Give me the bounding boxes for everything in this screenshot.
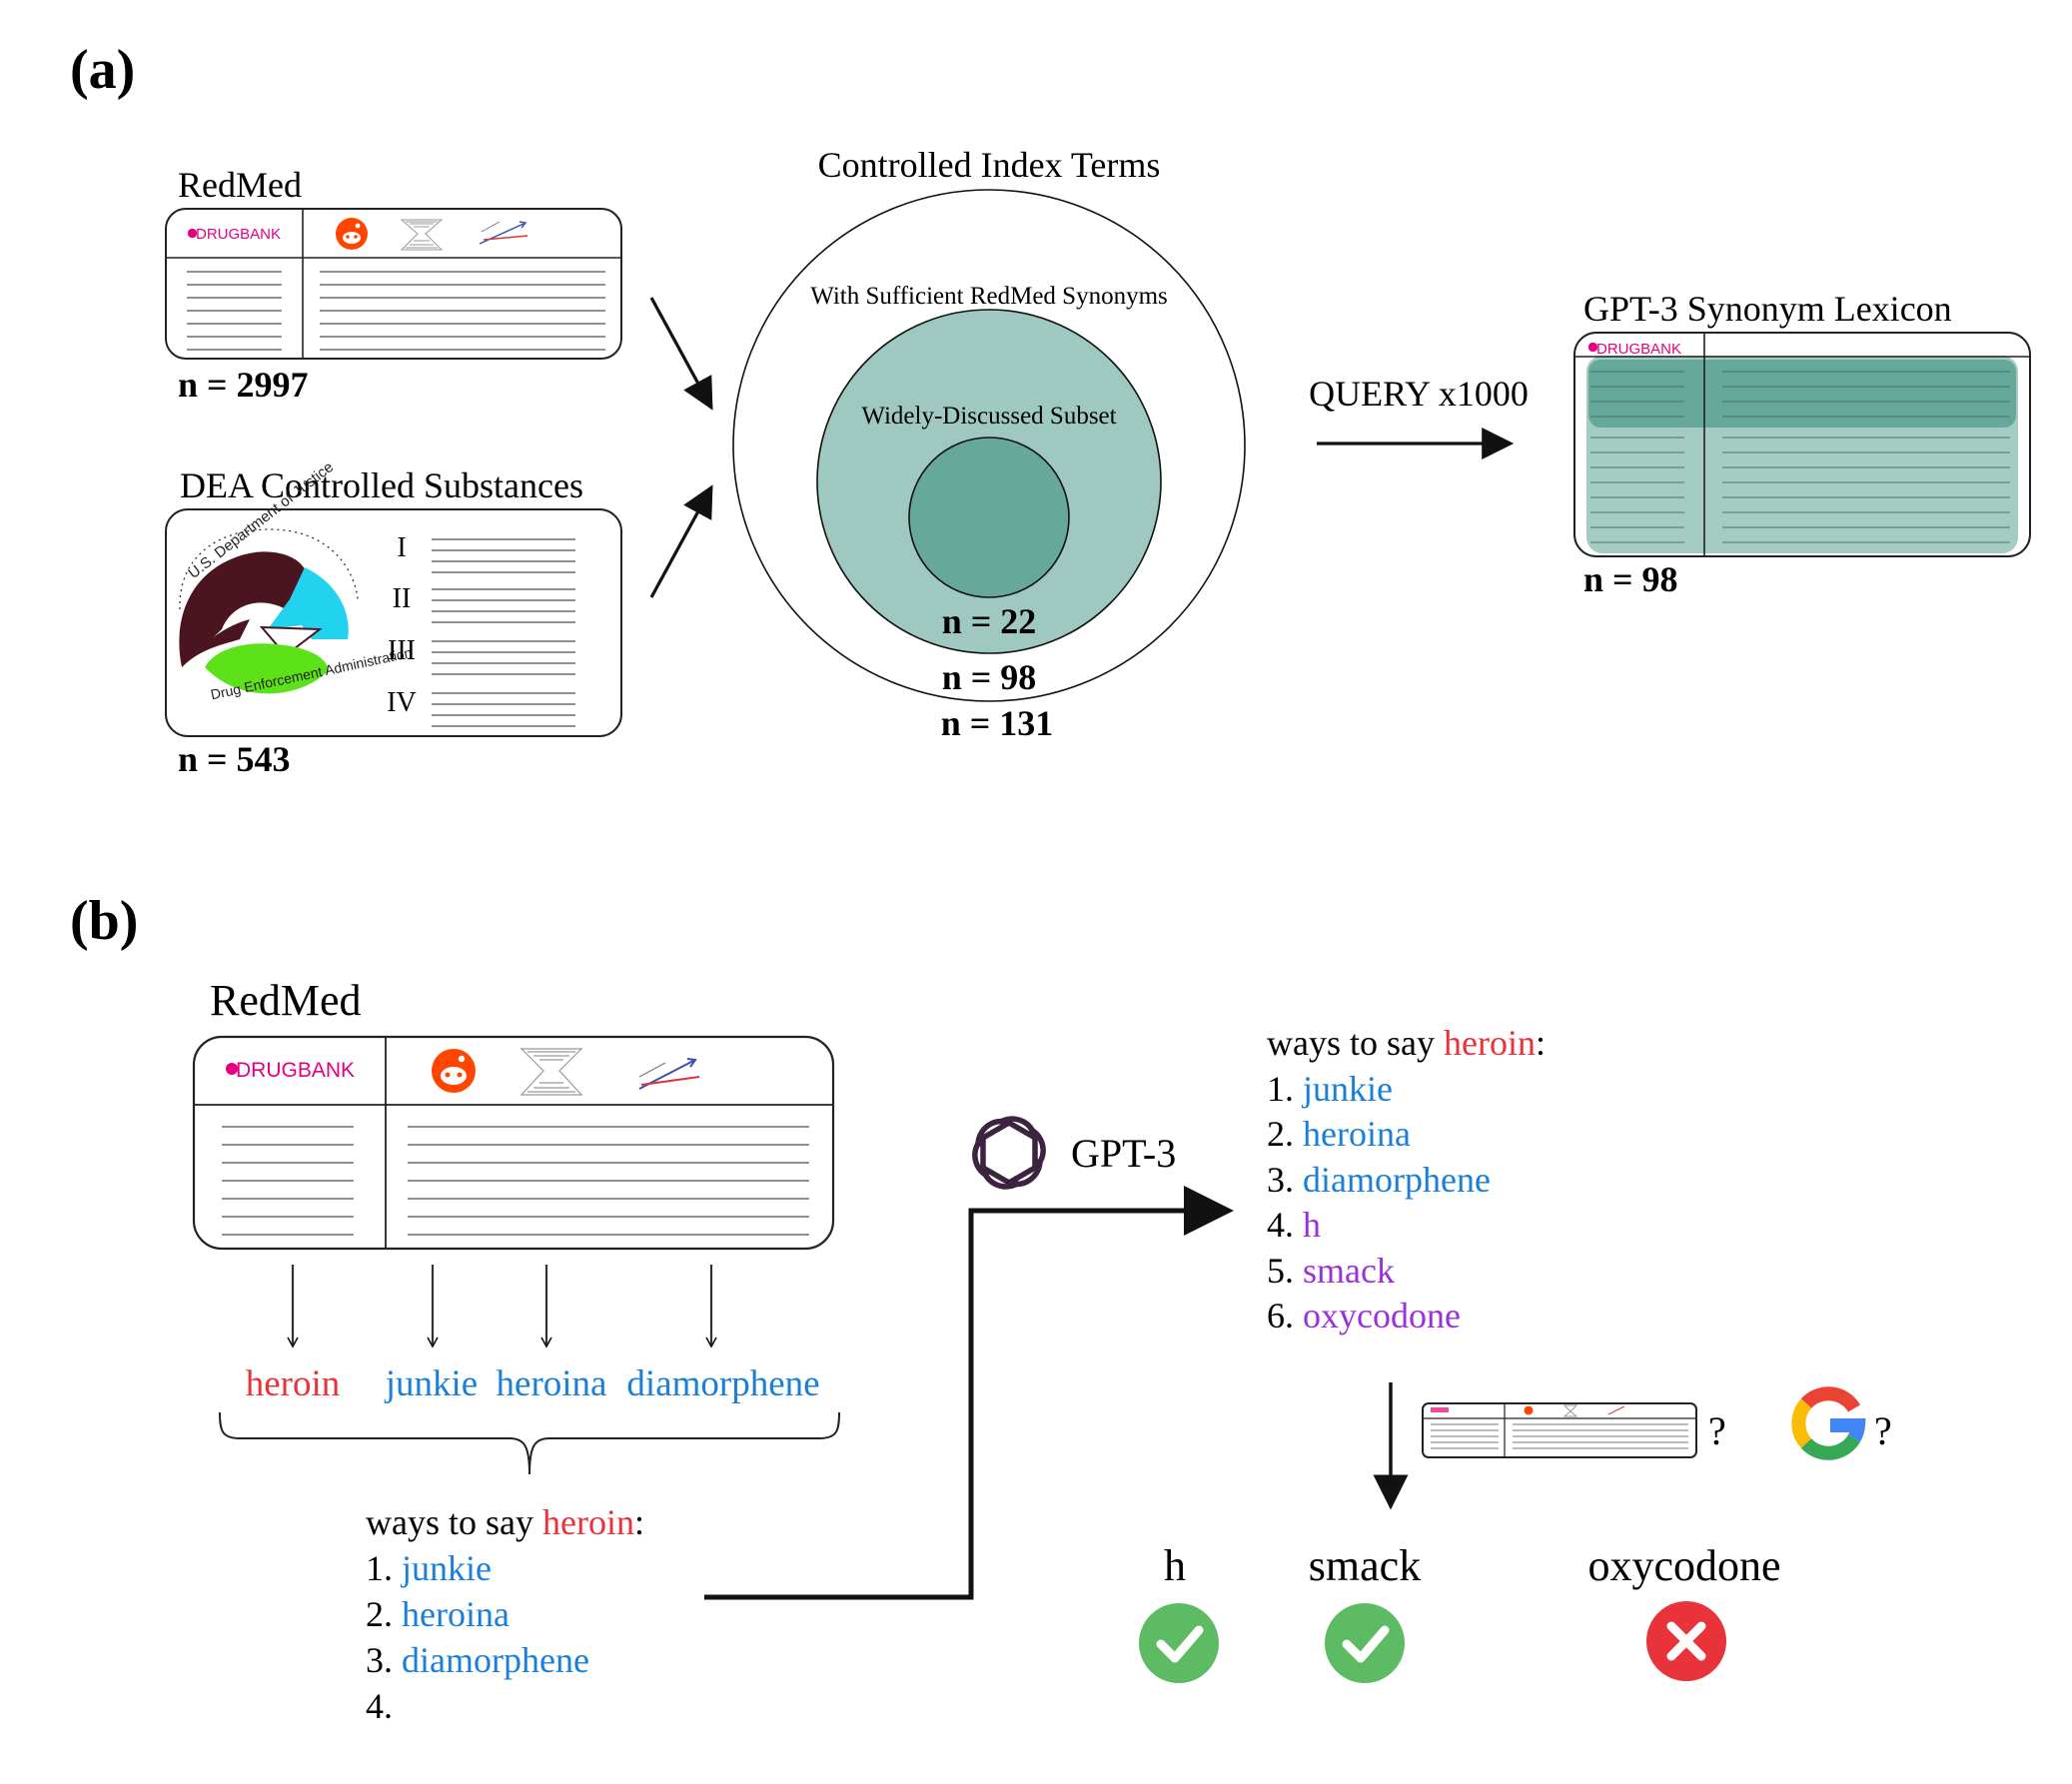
prompt-item-3: 3. diamorphene [366,1640,589,1680]
redmed-count: n = 2997 [178,365,309,405]
term-junkie: junkie [384,1363,478,1404]
output-item-5: 5. smack [1267,1251,1395,1291]
dea-table: U.S. Department of Justice Drug Enforcem… [165,458,622,737]
output-heading: ways to say heroin: [1267,1023,1546,1063]
output-item-1: 1. junkie [1267,1069,1393,1109]
result-word-oxycodone: oxycodone [1587,1541,1780,1590]
term-heroin: heroin [246,1363,341,1404]
prompt-list: ways to say heroin: 1. junkie 2. heroina… [366,1502,644,1726]
arrow-redmed-to-venn [649,297,713,411]
cross-icon [1646,1601,1726,1681]
lexicon-title: GPT-3 Synonym Lexicon [1583,289,1952,329]
reddit-icon [336,218,368,250]
hourglass-icon [519,1048,583,1096]
reddit-icon [432,1049,476,1093]
venn-inner-circle [908,437,1070,598]
redmed-table-b: DRUGBANK [192,1035,835,1251]
term-heroina: heroina [497,1363,607,1404]
drugbank-text: DRUGBANK [196,226,281,243]
dea-count: n = 543 [178,739,291,779]
output-item-2: 2. heroina [1267,1114,1411,1154]
output-item-4: 4. h [1267,1205,1321,1245]
drugbank-logo: DRUGBANK [1588,341,1681,358]
prompt-item-1: 1. junkie [366,1548,492,1588]
result-word-h: h [1164,1541,1186,1590]
hourglass-icon [400,219,444,251]
term-arrows [287,1265,717,1348]
venn-diagram: With Sufficient RedMed Synonyms Widely-D… [732,189,1246,743]
redmed-title-b: RedMed [210,976,362,1025]
redmed-title: RedMed [178,165,302,205]
redmed-table: DRUGBANK [165,208,622,360]
schedule-2: II [393,583,412,614]
result-word-smack: smack [1309,1541,1421,1590]
venn-middle-label: Widely-Discussed Subset [861,403,1116,430]
drugbank-logo: DRUGBANK [188,226,281,243]
lexicon-count: n = 98 [1583,559,1678,599]
venn-inner-count: n = 22 [942,601,1037,641]
arrows-doodle-icon [638,1058,700,1090]
drugbank-logo: DRUGBANK [226,1059,355,1082]
gpt3-flow-arrow [704,1186,1234,1600]
dea-title: DEA Controlled Substances [180,465,583,505]
venn-title: Controlled Index Terms [818,145,1161,185]
prompt-item-2: 2. heroina [366,1594,510,1634]
output-list: ways to say heroin: 1. junkie 2. heroina… [1267,1023,1546,1336]
arrow-dea-to-venn [649,484,713,598]
arrows-doodle-icon [479,221,528,245]
venn-outer-count: n = 131 [941,703,1054,743]
redmed-mini-table [1422,1402,1697,1458]
mini-table-question: ? [1708,1408,1726,1453]
schedule-4: IV [387,687,417,718]
drugbank-text: DRUGBANK [236,1059,355,1082]
venn-middle-count: n = 98 [942,657,1037,697]
drugbank-text: DRUGBANK [1596,341,1681,358]
panel-b-label: (b) [70,890,138,952]
output-item-6: 6. oxycodone [1267,1296,1461,1336]
query-label: QUERY x1000 [1309,374,1529,414]
check-icon [1139,1603,1219,1683]
google-question: ? [1874,1408,1892,1453]
schedule-1: I [397,532,406,563]
panel-a-label: (a) [70,39,135,101]
prompt-heading: ways to say heroin: [366,1502,644,1542]
gpt3-label: GPT-3 [1071,1131,1176,1176]
google-icon [1791,1386,1866,1460]
venn-outer-label: With Sufficient RedMed Synonyms [810,283,1168,310]
check-icon [1325,1603,1405,1683]
term-diamorphene: diamorphene [626,1363,819,1404]
output-item-3: 3. diamorphene [1267,1160,1491,1200]
openai-icon [972,1116,1046,1190]
schedule-3: III [388,635,416,666]
prompt-item-4: 4. [366,1686,393,1726]
grouping-brace [219,1411,840,1475]
lexicon-table: DRUGBANK [1573,332,2031,557]
